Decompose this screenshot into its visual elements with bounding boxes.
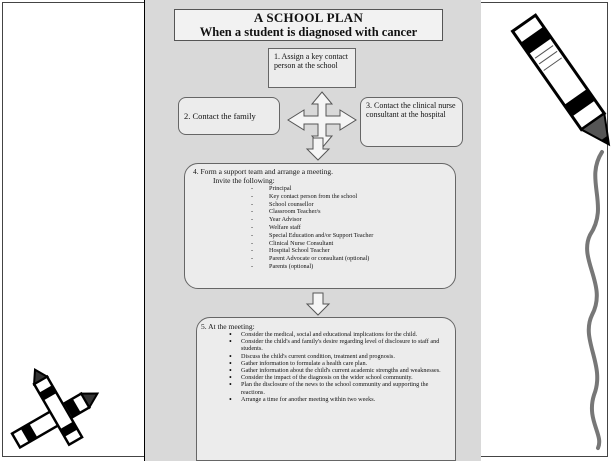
step-4-heading: 4. Form a support team and arrange a mee… bbox=[193, 167, 333, 176]
invitee-item: Classroom Teacher/s bbox=[193, 208, 447, 216]
step-2-box: 2. Contact the family bbox=[178, 97, 280, 135]
squiggle-line-icon bbox=[585, 150, 604, 450]
step-5-heading: 5. At the meeting: bbox=[201, 322, 255, 331]
invitee-item: Welfare staff bbox=[193, 224, 447, 232]
invitee-item: Clinical Nurse Consultant bbox=[193, 240, 447, 248]
invitee-item: Special Education and/or Support Teacher bbox=[193, 232, 447, 240]
meeting-item: Arrange a time for another meeting withi… bbox=[201, 396, 451, 403]
meeting-item: Consider the impact of the diagnosis on … bbox=[201, 374, 451, 381]
invitee-item: Year Advisor bbox=[193, 216, 447, 224]
invitee-item: Key contact person from the school bbox=[193, 193, 447, 201]
step-1-box: 1. Assign a key contact person at the sc… bbox=[268, 48, 356, 88]
step-2-text: 2. Contact the family bbox=[184, 110, 256, 121]
meeting-item: Consider the medical, social and educati… bbox=[201, 331, 451, 338]
invitee-item: Principal bbox=[193, 185, 447, 193]
title-line-1: A SCHOOL PLAN bbox=[253, 10, 364, 25]
meeting-list: Consider the medical, social and educati… bbox=[201, 331, 451, 403]
meeting-item: Discuss the child's current condition, t… bbox=[201, 353, 451, 360]
step-1-text: 1. Assign a key contact person at the sc… bbox=[274, 52, 348, 70]
down-arrow-icon bbox=[305, 137, 331, 161]
title-line-2: When a student is diagnosed with cancer bbox=[199, 25, 418, 39]
crayons-icon bbox=[10, 368, 100, 450]
step-4-subheading: Invite the following: bbox=[213, 175, 275, 185]
step-3-box: 3. Contact the clinical nurse consultant… bbox=[360, 97, 463, 147]
invitee-item: Parent Advocate or consultant (optional) bbox=[193, 255, 447, 263]
down-arrow-icon bbox=[305, 292, 331, 316]
invitee-item: Parents (optional) bbox=[193, 263, 447, 271]
meeting-item: Plan the disclosure of the news to the s… bbox=[201, 381, 451, 395]
step-5-box: 5. At the meeting: Consider the medical,… bbox=[196, 317, 456, 461]
invitee-item: Hospital School Teacher bbox=[193, 247, 447, 255]
invite-list: PrincipalKey contact person from the sch… bbox=[193, 185, 447, 271]
meeting-item: Gather information to formulate a health… bbox=[201, 360, 451, 367]
step-3-text: 3. Contact the clinical nurse consultant… bbox=[366, 101, 456, 119]
invitee-item: School counsellor bbox=[193, 201, 447, 209]
meeting-item: Gather information about the child's cur… bbox=[201, 367, 451, 374]
title-box: A SCHOOL PLAN When a student is diagnose… bbox=[174, 9, 443, 41]
crayon-icon bbox=[510, 13, 611, 147]
meeting-item: Consider the child's and family's desire… bbox=[201, 338, 451, 352]
step-4-box: 4. Form a support team and arrange a mee… bbox=[184, 163, 456, 289]
